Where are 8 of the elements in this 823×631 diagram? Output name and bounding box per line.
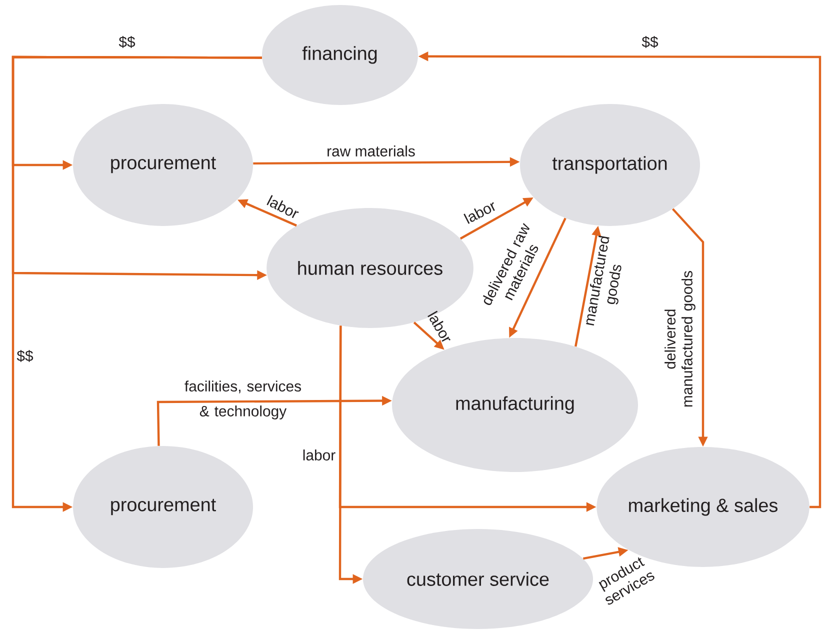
edge-label: $$	[16, 350, 34, 362]
edge-label: $$	[642, 36, 658, 48]
edge-label: facilities, services & technology	[184, 380, 301, 420]
edge-label: $$	[118, 36, 136, 48]
edge-label: raw materials	[328, 146, 415, 156]
edge-label: labor	[303, 450, 336, 460]
edge-label: delivered manufactured goods	[664, 271, 696, 407]
edge-label: manufactured goods	[586, 236, 622, 326]
